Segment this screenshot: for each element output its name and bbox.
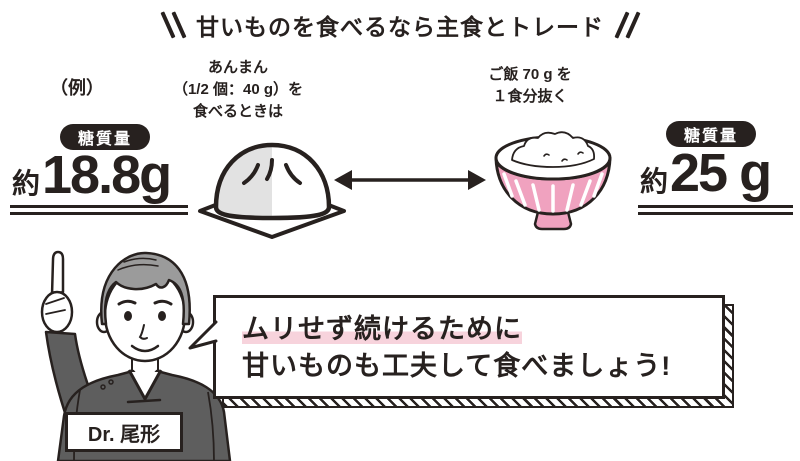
underline-left <box>10 205 188 215</box>
rice-caption: ご飯 70 g を １食分抜く <box>430 64 630 108</box>
sugar-amount-left: 約 18.8g <box>12 145 172 205</box>
speech-bubble: ムリせず続けるために 甘いものも工夫して食べましょう! <box>213 295 725 399</box>
amount-value-right: 25 g <box>670 143 772 203</box>
title-right-slashes-icon <box>614 10 640 40</box>
anman-caption-line3: 食べるときは <box>192 103 283 120</box>
amount-value-left: 18.8g <box>42 145 172 205</box>
example-label: （例） <box>50 78 104 98</box>
underline-right <box>638 205 793 215</box>
sugar-amount-badge-right: 糖質量 <box>666 121 756 147</box>
amount-prefix-left: 約 <box>12 168 41 199</box>
speech-line1-highlight: ムリせず続けるために <box>242 313 522 344</box>
anman-caption-line1: あんまん <box>207 59 268 76</box>
sugar-amount-badge-left: 糖質量 <box>60 124 150 150</box>
speech-line2: 甘いものも工夫して食べましょう! <box>242 350 672 381</box>
anman-bun-icon <box>198 142 346 239</box>
anman-caption-line2: （1/2 個：40 g）を <box>172 81 304 98</box>
title-row: 甘いものを食べるなら主食とトレード <box>0 8 800 42</box>
double-headed-arrow-icon <box>334 170 486 190</box>
rice-caption-line1: ご飯 70 g を <box>488 66 572 83</box>
amount-prefix-right: 約 <box>640 166 669 197</box>
sugar-amount-right: 約 25 g <box>640 143 772 203</box>
speech-bubble-tail-icon <box>188 320 218 350</box>
page-title: 甘いものを食べるなら主食とトレード <box>196 14 604 40</box>
rice-caption-line2: １食分抜く <box>492 88 568 105</box>
anman-caption: あんまん （1/2 個：40 g）を 食べるときは <box>128 57 348 123</box>
speech-line1: ムリせず続けるために <box>242 312 722 346</box>
doctor-name-label: Dr. 尾形 <box>65 412 183 452</box>
title-left-slashes-icon <box>160 10 186 40</box>
rice-bowl-icon <box>494 131 612 231</box>
